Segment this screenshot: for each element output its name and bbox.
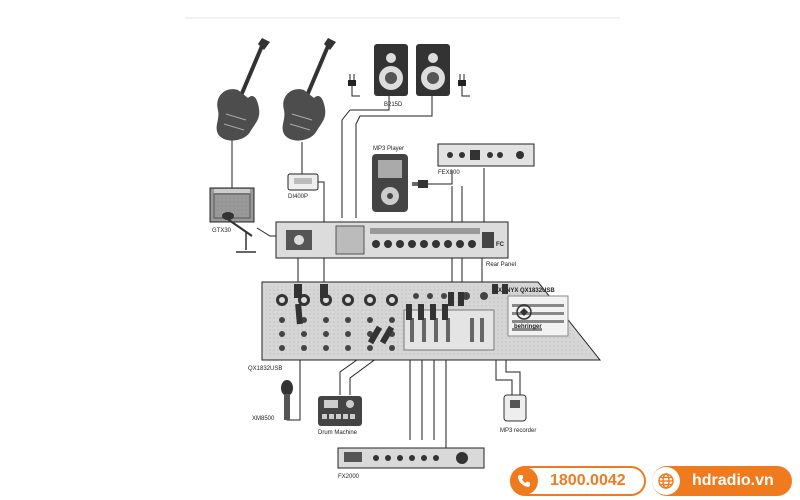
di400p-label: DI400P: [288, 194, 308, 200]
behringer-label: behringer: [514, 324, 542, 330]
behringer-logo: [516, 304, 532, 320]
rear-panel: [275, 221, 509, 259]
jack-plugs: [294, 284, 508, 345]
mp3-recorder: [503, 394, 527, 422]
fc-mark: FC: [496, 242, 505, 248]
guitar-left: [216, 38, 270, 141]
mic-stand: [222, 212, 256, 253]
mp3-recorder-label: MP3 recorder: [500, 428, 536, 434]
mic-label: XM8500: [252, 416, 275, 422]
di400p-unit: [287, 173, 319, 191]
speakers-label: B215D: [384, 102, 403, 108]
mixer-brand-panel: XENYX QX1832USB: [498, 288, 555, 294]
drum-machine-label: Drum Machine: [318, 430, 358, 436]
phone-badge[interactable]: 1800.0042: [510, 466, 646, 496]
speaker-right: [416, 44, 450, 96]
drum-machine: [318, 396, 362, 426]
mixer-body: [261, 281, 602, 361]
speaker-left: [374, 44, 408, 96]
cables: [231, 85, 521, 448]
power-plug-left-icon: [348, 74, 356, 86]
globe-icon: [652, 467, 680, 495]
website-url: hdradio.vn: [692, 472, 774, 489]
rear-panel-label: Rear Panel: [486, 262, 516, 268]
mixer-label: QX1832USB: [248, 366, 282, 372]
mp3-player: [372, 154, 408, 212]
fex800-label: FEX800: [438, 170, 460, 176]
gtx30-label: GTX30: [212, 228, 232, 234]
phone-icon: [510, 467, 538, 495]
fx2000-unit: [337, 447, 485, 469]
rca-plug-icon: [412, 180, 428, 188]
phone-number: 1800.0042: [550, 472, 626, 489]
guitar-right: [282, 38, 336, 141]
power-plug-right-icon: [458, 74, 466, 86]
fex800-unit: [437, 143, 535, 167]
website-badge[interactable]: hdradio.vn: [652, 466, 792, 496]
mp3-player-label: MP3 Player: [373, 146, 404, 152]
fx2000-label: FX2000: [338, 474, 360, 480]
microphone: [281, 380, 293, 420]
